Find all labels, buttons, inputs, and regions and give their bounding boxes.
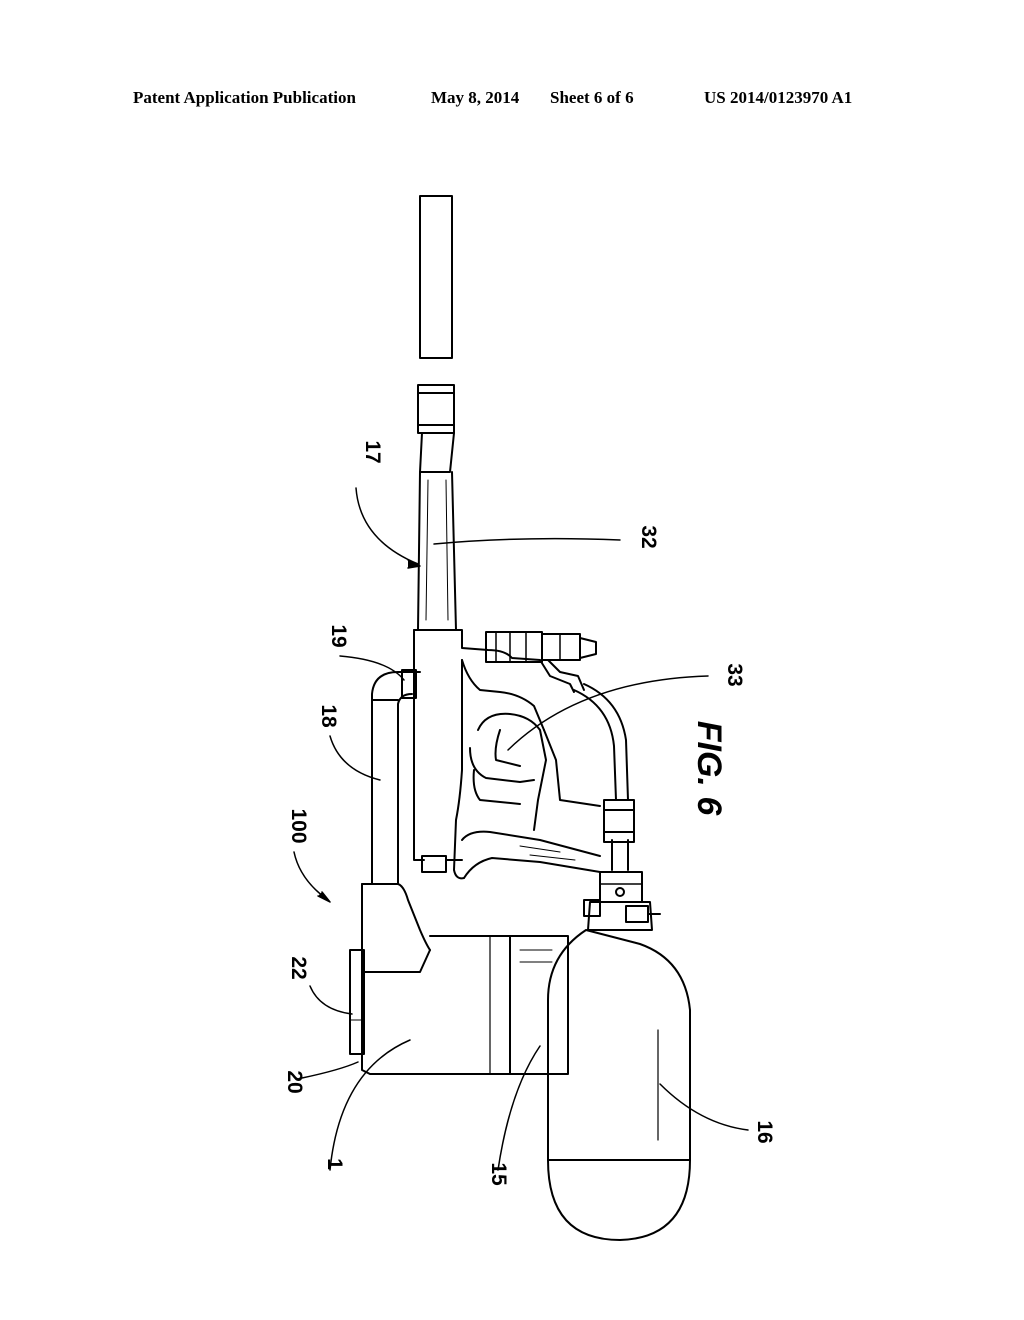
leader-32: [433, 537, 621, 545]
arrow-100: [317, 891, 331, 903]
ref-20: 20: [283, 1070, 306, 1093]
reference-numerals: 17 32 19 18 33 100 22 20 1 15 16 FIG. 6: [283, 440, 776, 1186]
gas-tank: [547, 929, 691, 1241]
leader-17: [355, 487, 419, 565]
ref-19: 19: [327, 624, 350, 647]
ref-33: 33: [723, 663, 746, 686]
publication-title: Patent Application Publication: [133, 88, 356, 107]
feed-tube: [371, 669, 421, 885]
ref-16: 16: [753, 1120, 776, 1143]
leader-15: [497, 1045, 541, 1171]
publication-date: May 8, 2014: [431, 88, 520, 107]
leader-lines: [293, 487, 749, 1171]
publication-number: US 2014/0123970 A1: [704, 88, 853, 107]
barrel: [417, 195, 457, 631]
leader-16: [659, 1083, 749, 1131]
ref-18: 18: [317, 704, 340, 728]
grip-frame: [453, 659, 635, 880]
air-hose: [573, 683, 629, 871]
marker-body: [413, 629, 597, 873]
leader-1: [329, 1039, 411, 1171]
ref-17: 17: [361, 440, 384, 463]
leader-33: [507, 675, 709, 751]
arrow-17: [407, 559, 421, 569]
regulator: [583, 871, 661, 931]
hopper: [349, 883, 569, 1075]
ref-100: 100: [287, 808, 310, 843]
figure-label: FIG. 6: [690, 721, 728, 817]
ref-32: 32: [637, 525, 660, 548]
leader-22: [309, 985, 353, 1015]
leader-18: [329, 735, 381, 781]
sheet-number: Sheet 6 of 6: [550, 88, 634, 107]
ref-15: 15: [487, 1162, 510, 1186]
leader-20: [301, 1061, 359, 1079]
leader-19: [339, 655, 405, 681]
ref-1: 1: [323, 1158, 346, 1170]
page-header: Patent Application Publication May 8, 20…: [0, 88, 1024, 118]
ref-22: 22: [287, 956, 310, 979]
